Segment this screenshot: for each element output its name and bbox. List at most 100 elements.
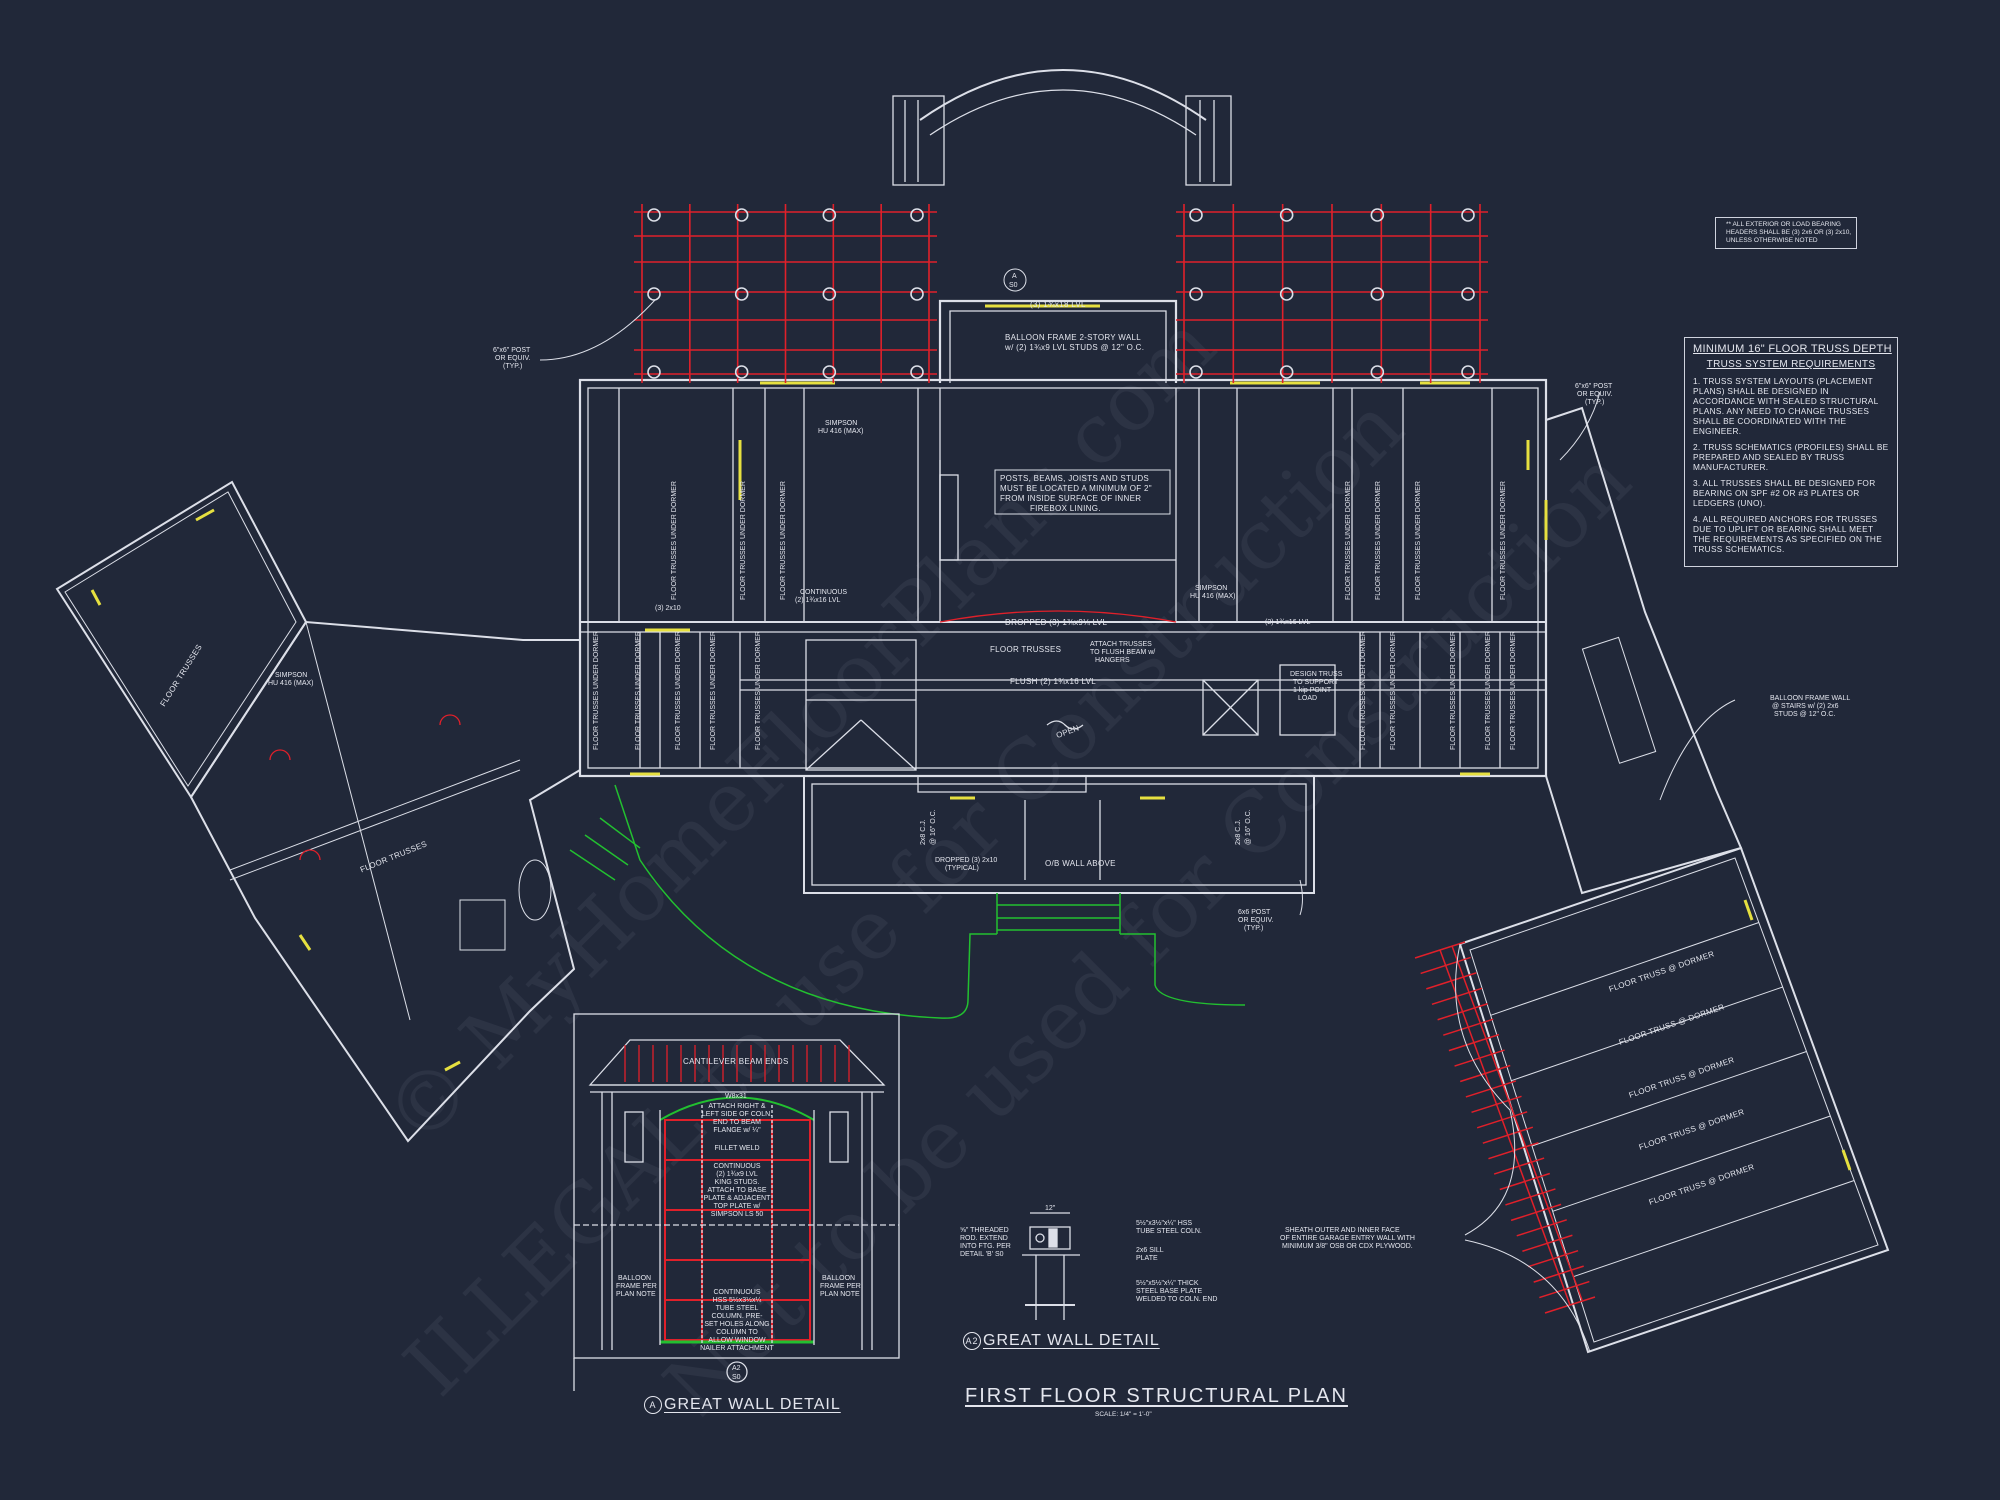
detail-a2-note: PLATE	[1136, 1255, 1158, 1262]
section-marker-label: A	[1012, 273, 1017, 280]
detail-a-note: NAILER ATTACHMENT	[700, 1345, 774, 1352]
label-truss-under-dormer: FLOOR TRUSSES UNDER DORMER	[1360, 631, 1367, 750]
garage-rafter	[1426, 972, 1477, 990]
label-stair-wall: @ STAIRS w/ (2) 2x6	[1772, 703, 1839, 710]
post-icon	[1461, 287, 1475, 301]
detail-a-note: CONTINUOUS	[713, 1289, 760, 1296]
truss-note-item: 1. TRUSS SYSTEM LAYOUTS (PLACEMENT PLANS…	[1693, 376, 1879, 436]
section-marker: A S0	[1003, 268, 1027, 292]
detail-a2-note: INTO FTG. PER	[960, 1243, 1011, 1250]
truss-requirements-heading: TRUSS SYSTEM REQUIREMENTS	[1706, 359, 1876, 370]
detail-a-bubble: A	[644, 1396, 662, 1414]
label-cj: @ 16" O.C.	[930, 809, 937, 845]
garage-rafter	[1533, 1265, 1584, 1283]
garage-rafter	[1454, 1049, 1505, 1067]
truss-requirements-notes: MINIMUM 16" FLOOR TRUSS DEPTH TRUSS SYST…	[1684, 337, 1898, 567]
label-post-right: 6"x6" POST	[1575, 383, 1613, 390]
label-cantilever: CANTILEVER BEAM ENDS	[683, 1057, 789, 1066]
label-continuous: (2) 1¾x16 LVL	[795, 597, 841, 604]
label-a2-dim: 12"	[1045, 1205, 1056, 1212]
label-design-truss: TO SUPPORT	[1293, 679, 1339, 686]
detail-a2-note: ROD. EXTEND	[960, 1235, 1008, 1242]
post-icon	[1189, 208, 1203, 222]
label-attach-trusses: HANGERS	[1095, 657, 1130, 664]
label-garage-sheath: SHEATH OUTER AND INNER FACE	[1285, 1227, 1400, 1234]
label-simpson: SIMPSON	[275, 672, 307, 679]
label-truss-under-dormer: FLOOR TRUSSES UNDER DORMER	[780, 481, 787, 600]
detail-a2-section	[1022, 1212, 1080, 1320]
detail-a-note: END TO BEAM	[713, 1119, 761, 1126]
post-icon	[734, 287, 749, 301]
label-truss-under-dormer: FLOOR TRUSSES UNDER DORMER	[755, 631, 762, 750]
detail-a2-title-text: GREAT WALL DETAIL	[983, 1332, 1160, 1349]
section-marker-sheet: S0	[1009, 282, 1018, 289]
leader-lines	[539, 299, 1736, 1353]
pergola	[1176, 204, 1488, 383]
label-floor-trusses: FLOOR TRUSSES	[990, 645, 1061, 654]
garage-rafter	[1476, 1111, 1528, 1129]
label-cj: @ 16" O.C.	[1245, 809, 1252, 845]
post-icon	[910, 208, 924, 222]
post-icon	[1370, 208, 1385, 222]
garage-rafter	[1471, 1095, 1522, 1114]
left-wing	[55, 480, 581, 1143]
label-lvl-2x10: (3) 2x10	[655, 605, 681, 612]
label-top-header: (3) 1¾x18 LVL	[1030, 300, 1086, 309]
label-truss-under-dormer: FLOOR TRUSSES UNDER DORMER	[740, 481, 747, 600]
label-post-right: (TYP.)	[1585, 399, 1604, 406]
post-icon	[1189, 287, 1203, 301]
post-icon	[822, 365, 837, 379]
detail-a-note: SIMPSON LS 50	[711, 1211, 764, 1218]
detail-a-note: FLANGE w/ ¼"	[713, 1127, 761, 1134]
garage-rafter	[1544, 1296, 1596, 1314]
label-truss-under-dormer: FLOOR TRUSSES UNDER DORMER	[675, 631, 682, 750]
post-icon	[734, 365, 749, 379]
pergola-framing	[634, 204, 1488, 383]
garage-rafter	[1482, 1126, 1534, 1144]
garage-rafter	[1493, 1157, 1545, 1175]
sheet-scale: SCALE: 1/4" = 1'-0"	[1095, 1411, 1152, 1418]
post-icon	[822, 287, 837, 301]
detail-a-note: TUBE STEEL	[716, 1305, 759, 1312]
label-truss-under-dormer: FLOOR TRUSSES UNDER DORMER	[1450, 631, 1457, 750]
detail-a-note: COLUMN TO	[716, 1329, 758, 1336]
label-simpson: HU 416 (MAX)	[268, 680, 314, 687]
label-truss-under-dormer: FLOOR TRUSSES UNDER DORMER	[1415, 481, 1422, 600]
great-room	[938, 299, 1178, 383]
label-truss-under-dormer: FLOOR TRUSSES UNDER DORMER	[1485, 631, 1492, 750]
garage-rafter	[1431, 987, 1483, 1006]
garage-rafter	[1505, 1188, 1556, 1206]
label-balloon-right: PLAN NOTE	[820, 1291, 860, 1298]
post-icon	[910, 365, 924, 379]
detail-a-window-frame	[664, 1119, 811, 1341]
label-post-left: (TYP.)	[503, 363, 522, 370]
garage-truss-line	[1511, 986, 1783, 1082]
watermark-line-2: ILLEGAL to use for Construction	[387, 379, 1422, 1414]
sheet-title: FIRST FLOOR STRUCTURAL PLAN	[965, 1385, 1348, 1407]
label-truss-at-dormer: FLOOR TRUSS @ DORMER	[1618, 1002, 1726, 1047]
label-balloon-left: BALLOON	[618, 1275, 651, 1282]
garage-rafter	[1443, 1018, 1494, 1036]
label-simpson: SIMPSON	[1195, 585, 1227, 592]
garage-header	[1439, 949, 1571, 1306]
label-simpson: SIMPSON	[825, 420, 857, 427]
label-truss-under-dormer: FLOOR TRUSSES UNDER DORMER	[1390, 631, 1397, 750]
label-truss-at-dormer: FLOOR TRUSS @ DORMER	[1638, 1107, 1746, 1152]
garage-rafter	[1459, 1064, 1511, 1083]
detail-a2-note: TUBE STEEL COLN.	[1136, 1228, 1202, 1235]
label-ob-wall: O/B WALL ABOVE	[1045, 859, 1116, 868]
firebox-note-line: FROM INSIDE SURFACE OF INNER	[1000, 494, 1141, 503]
garage-truss-line	[1490, 922, 1759, 1016]
detail-a-elevation	[573, 1013, 900, 1391]
post-icon	[1461, 365, 1475, 379]
garage-truss-line	[1531, 1051, 1807, 1147]
label-truss-under-dormer: FLOOR TRUSSES UNDER DORMER	[671, 481, 678, 600]
firebox-note-line: FIREBOX LINING.	[1030, 504, 1101, 513]
label-attach-trusses: TO FLUSH BEAM w/	[1090, 649, 1155, 656]
detail-a-note: SET HOLES ALONG	[704, 1321, 769, 1328]
label-simpson: HU 416 (MAX)	[1190, 593, 1236, 600]
garage-rafter	[1499, 1172, 1551, 1191]
